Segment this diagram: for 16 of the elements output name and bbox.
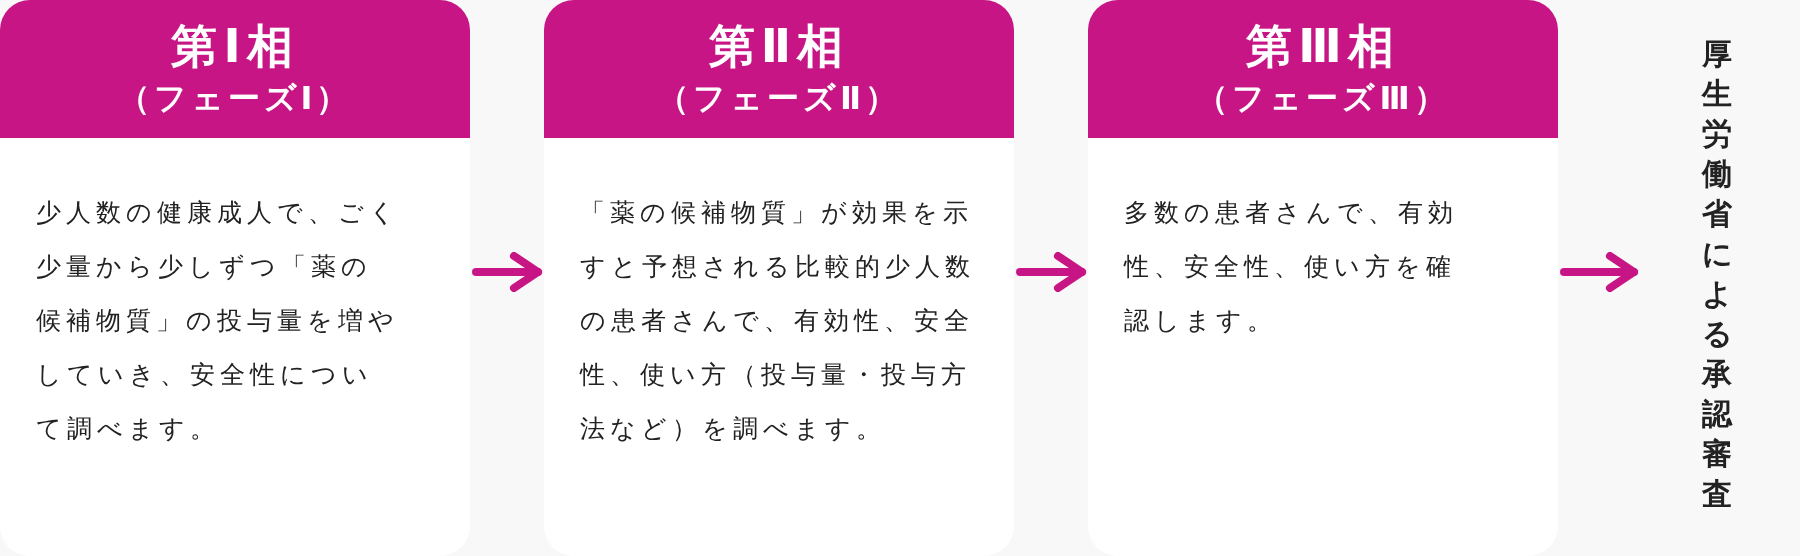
phase-title: 第Ⅲ相 <box>1245 18 1401 74</box>
phase-title: 第Ⅱ相 <box>707 18 851 74</box>
arrow <box>1560 252 1638 292</box>
description-text: 「薬の候補物質」が効果を示すと予想される比較的少人数の患者さんで、有効性、安全性、使い方（投与量・投与方法など）を調べます。 <box>580 197 975 445</box>
phase-title: 第Ⅰ相 <box>170 18 300 74</box>
phase-card <box>1088 0 1558 556</box>
phase-card <box>544 0 1014 556</box>
arrow <box>472 252 542 292</box>
arrow <box>1016 252 1086 292</box>
vertical-label: 厚生労働省による承認審査 <box>1640 34 1774 514</box>
phase-subtitle: （フェーズⅢ） <box>1195 78 1451 118</box>
phase-subtitle: （フェーズⅠ） <box>116 78 354 118</box>
description-text: 多数の患者さんで、有効性、安全性、使い方を確認します。 <box>1124 197 1459 337</box>
phase-subtitle: （フェーズⅡ） <box>655 78 903 118</box>
description-text: 少人数の健康成人で、ごく少量から少しずつ「薬の候補物質」の投与量を増やしていき、安全性について調べます。 <box>36 197 401 445</box>
phase-card <box>0 0 470 556</box>
